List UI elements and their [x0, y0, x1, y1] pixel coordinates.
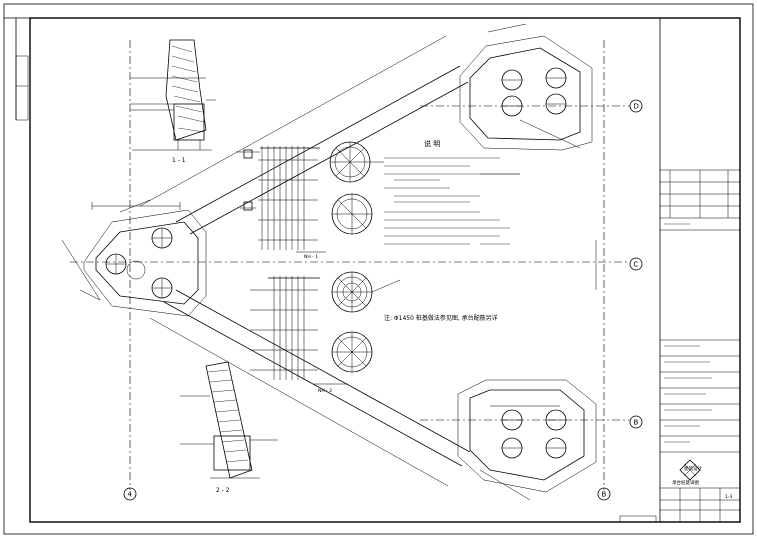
- notes-heading: 说 明: [424, 139, 440, 148]
- section-2-2-drawing: 2 - 2: [180, 361, 278, 494]
- title-block: 承台桩基详图 建筑设计 1-3: [659, 18, 740, 522]
- pile-cross-section-3: [331, 271, 373, 313]
- pile-cap-bottom-right: [457, 379, 597, 501]
- section-1-1-drawing: 1 - 1: [130, 39, 216, 164]
- svg-text:D: D: [634, 103, 639, 111]
- stamp-box: [619, 515, 657, 523]
- note-main-text: 注: Φ1450 桩基做法参见图, 承台配筋另详: [384, 314, 498, 322]
- triangle-beam-outline: [139, 35, 471, 487]
- axis-bubble-b-right: B: [629, 415, 643, 429]
- svg-text:4: 4: [128, 491, 133, 499]
- pile-cross-section-2: [331, 193, 373, 235]
- svg-text:B: B: [634, 419, 639, 427]
- svg-text:C: C: [634, 261, 639, 269]
- axis-bubble-d: D: [629, 99, 643, 113]
- rebar-detail-nh1: ΝΗ - 1: [243, 146, 326, 260]
- axis-bubble-b-bottom: B: [597, 487, 611, 501]
- axis-bubble-c: C: [629, 257, 643, 271]
- pile-cross-section-4: [331, 331, 373, 373]
- leader-lines: [236, 151, 597, 293]
- pile-cross-section-1: [329, 141, 371, 183]
- detail-nh2-label: ΝΗ - 2: [318, 388, 332, 394]
- company-logo-icon: [679, 459, 701, 481]
- sheet-inner-border: [29, 17, 741, 523]
- pile-cap-top-right: [459, 23, 593, 151]
- title-drawing-no: 1-3: [725, 494, 732, 500]
- section-1-1-label: 1 - 1: [172, 157, 186, 164]
- axis-bubble-4: 4: [123, 487, 137, 501]
- pile-cap-left: [61, 199, 207, 317]
- svg-text:B: B: [602, 491, 607, 499]
- rebar-detail-nh2: ΝΗ - 2: [250, 276, 348, 394]
- title-company-name: 建筑设计: [684, 465, 702, 472]
- sheet-outer-border: [3, 3, 754, 535]
- notes-block: 说 明 注: Φ1450 桩基做法参见图, 承台配筋另详: [384, 139, 520, 322]
- binding-strip: [15, 55, 29, 121]
- detail-nh1-label: ΝΗ - 1: [304, 254, 318, 260]
- section-2-2-label: 2 - 2: [216, 487, 230, 494]
- title-drawing-name: 承台桩基详图: [672, 479, 699, 486]
